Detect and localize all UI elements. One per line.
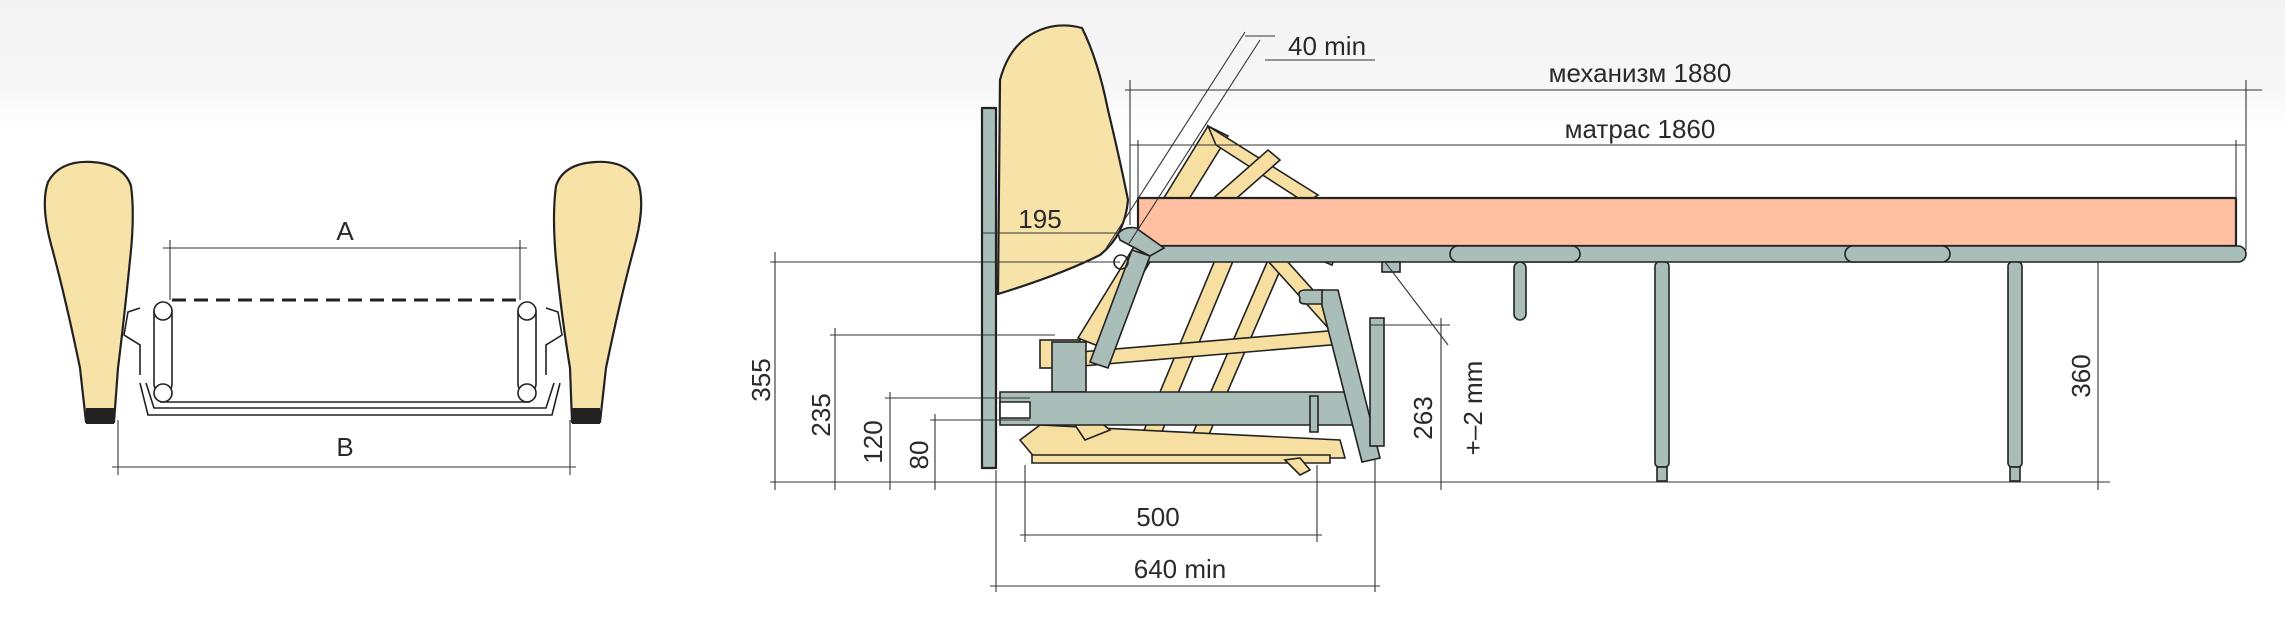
backrest-cushion	[996, 24, 1130, 296]
dimension-a-label: A	[336, 216, 354, 246]
dimension-tolerance-label: +–2 mm	[1458, 361, 1488, 456]
dimension-355-label: 355	[746, 358, 776, 401]
mechanism-rail	[1139, 245, 2247, 263]
dimension-263: 263 +–2 mm	[1370, 261, 1488, 490]
dimension-500: 500	[1020, 465, 1322, 542]
dimension-40-min: 40 min	[1104, 31, 1375, 251]
dimension-mechanism-label: механизм 1880	[1549, 58, 1732, 88]
mattress	[1136, 196, 2238, 248]
short-leg	[1513, 261, 1527, 321]
dimension-b-label: B	[336, 432, 353, 462]
dimension-640-label: 640 min	[1134, 554, 1227, 584]
dimension-40-min-label: 40 min	[1288, 31, 1366, 61]
left-armrest	[43, 160, 134, 424]
dimension-263-label: 263	[1408, 396, 1438, 439]
middle-leg	[1654, 261, 1670, 468]
side-view: 40 min механизм 1880 матрас 1860 195	[746, 24, 2262, 592]
dimension-80-label: 80	[904, 441, 934, 470]
dimension-b: B	[112, 420, 576, 475]
dimension-mattress-1860: матрас 1860	[1130, 114, 2245, 200]
dimension-235-label: 235	[806, 393, 836, 436]
dimension-360-label: 360	[2066, 354, 2096, 397]
dimension-500-label: 500	[1136, 502, 1179, 532]
end-leg	[2007, 261, 2023, 468]
dimension-a: A	[163, 216, 527, 300]
backrest-panel	[980, 106, 998, 470]
base-pan	[139, 382, 561, 416]
folding-mechanism	[999, 226, 1385, 463]
front-view: A B	[43, 160, 643, 475]
dimension-195-label: 195	[1018, 204, 1061, 234]
right-armrest-foot	[572, 408, 600, 424]
dimension-360: 360	[2066, 262, 2099, 490]
dimension-mechanism-1880: механизм 1880	[1125, 58, 2262, 250]
height-dimensions-left: 355 235 120 80	[746, 252, 2110, 490]
dimension-195: 195	[983, 204, 1120, 234]
dimension-120-label: 120	[858, 420, 888, 463]
left-armrest-foot	[86, 408, 114, 424]
right-armrest	[552, 160, 643, 424]
dimension-mattress-label: матрас 1860	[1565, 114, 1716, 144]
dimension-640-min: 640 min	[990, 460, 1380, 592]
